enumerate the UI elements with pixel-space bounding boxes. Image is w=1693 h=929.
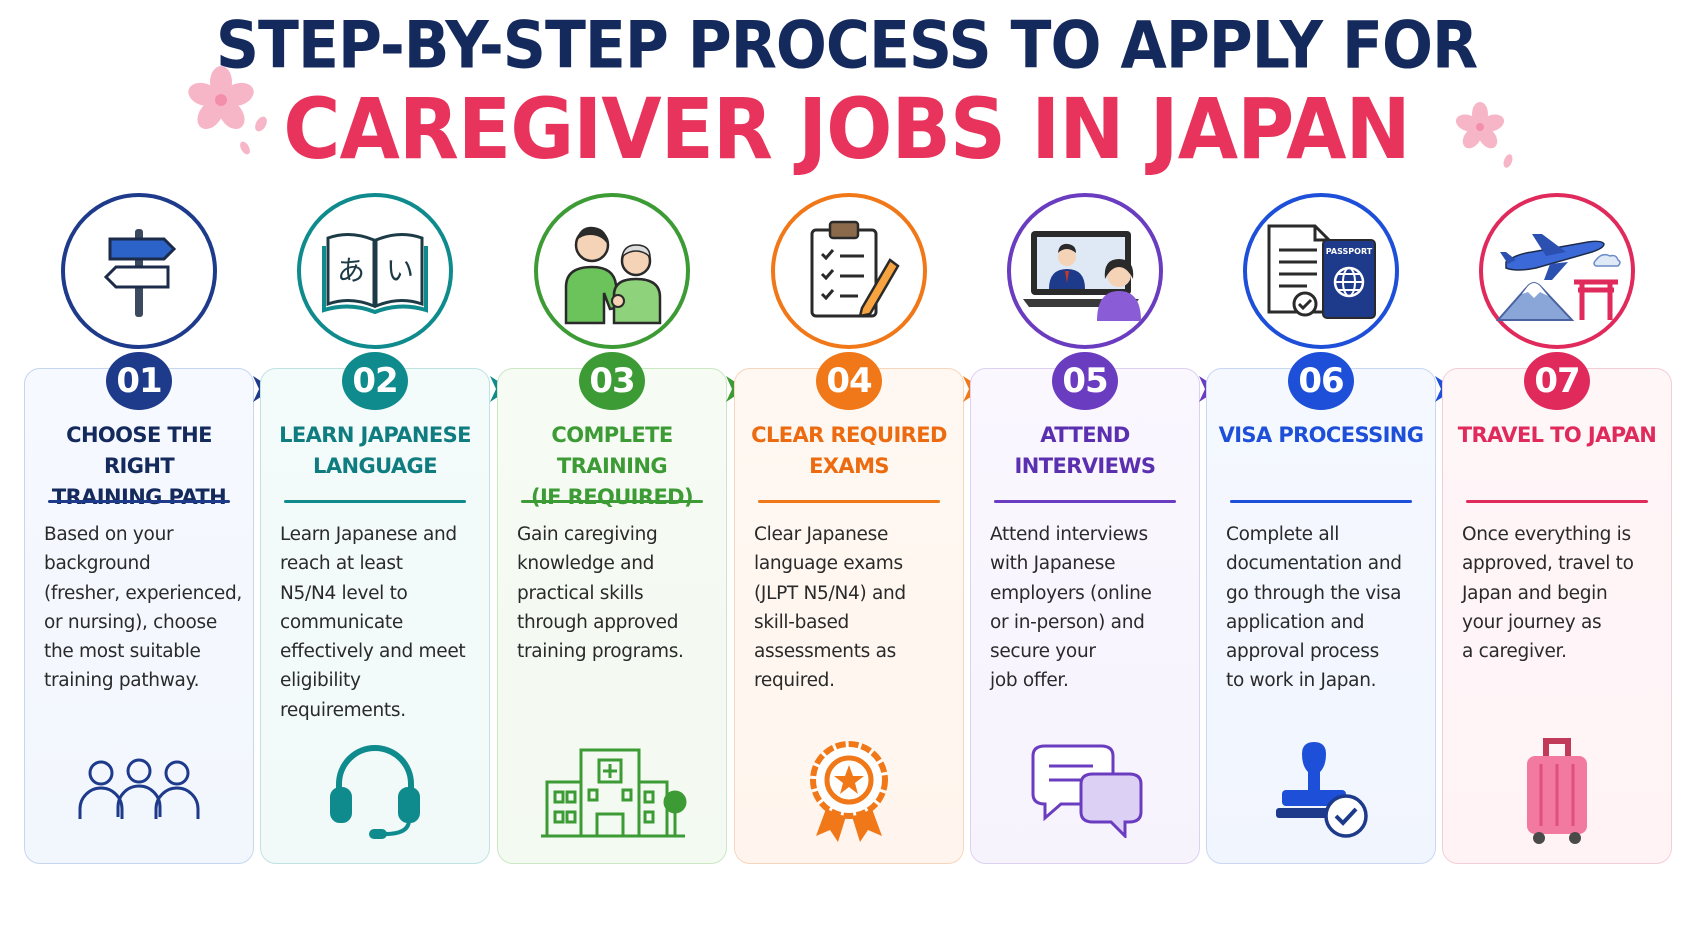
approval-stamp-icon xyxy=(1246,735,1396,845)
divider xyxy=(48,500,230,503)
caregiver-elderly-icon xyxy=(534,193,690,349)
step-title: TRAVEL TO JAPAN xyxy=(1457,423,1657,447)
hospital-building-icon xyxy=(537,735,687,845)
step-1: 01 CHOOSE THE RIGHT TRAINING PATH Based … xyxy=(24,0,254,929)
video-interview-icon xyxy=(1007,193,1163,349)
divider xyxy=(521,500,703,503)
step-description: Once everything is approved, travel to J… xyxy=(1462,524,1634,663)
step-5: 05 ATTEND INTERVIEWS Attend interviews w… xyxy=(970,0,1200,929)
divider xyxy=(1230,500,1412,503)
clipboard-checklist-icon xyxy=(771,193,927,349)
step-title: COMPLETE TRAINING (IF REQUIRED) xyxy=(530,423,694,509)
passport-label: PASSPORT xyxy=(1326,247,1373,256)
step-number-badge: 05 xyxy=(1052,352,1118,410)
step-6: PASSPORT 06 VISA PROCESSING Complete all… xyxy=(1206,0,1436,929)
step-title: CLEAR REQUIRED EXAMS xyxy=(751,423,947,478)
step-number-badge: 07 xyxy=(1524,352,1590,410)
step-number-badge: 06 xyxy=(1288,352,1354,410)
step-number-badge: 04 xyxy=(816,352,882,410)
divider xyxy=(1466,500,1648,503)
suitcase-icon xyxy=(1482,735,1632,845)
step-description: Gain caregiving knowledge and practical … xyxy=(517,524,684,663)
award-ribbon-icon xyxy=(774,735,924,845)
step-description: Attend interviews with Japanese employer… xyxy=(990,524,1152,692)
step-card xyxy=(1206,368,1436,864)
step-card xyxy=(260,368,490,864)
step-description: Complete all documentation and go throug… xyxy=(1226,524,1402,692)
people-group-icon xyxy=(64,735,214,845)
step-title: CHOOSE THE RIGHT TRAINING PATH xyxy=(51,423,227,509)
step-description: Learn Japanese and reach at least N5/N4 … xyxy=(280,524,466,721)
step-description: Clear Japanese language exams (JLPT N5/N… xyxy=(754,524,906,692)
airplane-fuji-torii-icon xyxy=(1479,193,1635,349)
headset-icon xyxy=(300,735,450,845)
book-char-left: あ xyxy=(337,254,365,287)
sakura-flower-icon xyxy=(1455,102,1513,168)
chat-bubbles-icon xyxy=(1010,735,1160,845)
step-title: ATTEND INTERVIEWS xyxy=(1014,423,1157,478)
page-title: STEP-BY-STEP PROCESS TO APPLY FOR CAREGI… xyxy=(0,6,1693,179)
step-4: 04 CLEAR REQUIRED EXAMS Clear Japanese l… xyxy=(734,0,964,929)
passport-documents-icon: PASSPORT xyxy=(1243,193,1399,349)
signpost-icon xyxy=(61,193,217,349)
sakura-flower-icon xyxy=(188,66,267,155)
title-line-1: STEP-BY-STEP PROCESS TO APPLY FOR xyxy=(215,8,1478,84)
step-description: Based on your background (fresher, exper… xyxy=(44,524,242,692)
title-line-2: CAREGIVER JOBS IN JAPAN xyxy=(283,81,1410,179)
divider xyxy=(994,500,1176,503)
step-number-badge: 02 xyxy=(342,352,408,410)
step-title: LEARN JAPANESE LANGUAGE xyxy=(279,423,471,478)
step-number-badge: 01 xyxy=(106,352,172,410)
step-2: あ い 02 LEARN JAPANESE LANGUAGE Learn Jap… xyxy=(260,0,490,929)
step-title: VISA PROCESSING xyxy=(1218,423,1424,447)
step-number-badge: 03 xyxy=(579,352,645,410)
divider xyxy=(758,500,940,503)
open-book-icon: あ い xyxy=(297,193,453,349)
book-char-right: い xyxy=(386,254,414,287)
divider xyxy=(284,500,466,503)
step-7: 07 TRAVEL TO JAPAN Once everything is ap… xyxy=(1442,0,1672,929)
step-3: 03 COMPLETE TRAINING (IF REQUIRED) Gain … xyxy=(497,0,727,929)
